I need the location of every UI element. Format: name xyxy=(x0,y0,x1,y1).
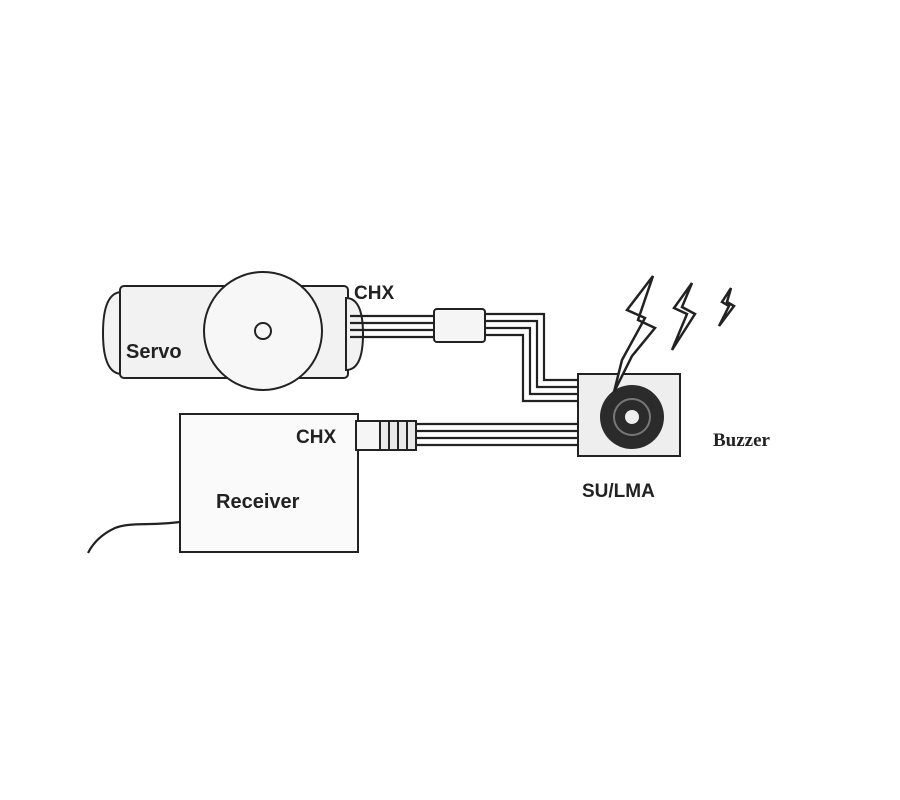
buzzer-ring xyxy=(613,398,651,436)
buzzer-center xyxy=(625,410,639,424)
servo xyxy=(101,271,365,391)
lightning-bolt-icon xyxy=(612,275,657,393)
module-label: SU/LMA xyxy=(582,481,655,502)
servo-right-cap xyxy=(345,296,365,372)
receiver-label: Receiver xyxy=(216,491,300,513)
servo-channel-label: CHX xyxy=(354,283,394,304)
servo-connector xyxy=(433,308,486,343)
servo-shaft xyxy=(254,322,272,340)
receiver-body xyxy=(179,413,359,553)
sound-bolts xyxy=(612,275,736,393)
receiver-antenna xyxy=(87,520,181,554)
receiver xyxy=(87,413,359,554)
buzzer-label: Buzzer xyxy=(713,430,771,451)
receiver-channel-label: CHX xyxy=(296,427,336,448)
servo-left-cap xyxy=(101,290,123,376)
lightning-bolt-icon xyxy=(717,287,736,327)
servo-label: Servo xyxy=(126,341,182,363)
receiver-cable xyxy=(414,422,578,447)
lightning-bolt-icon xyxy=(670,282,697,351)
receiver-connector xyxy=(355,420,417,451)
servo-cable xyxy=(350,312,578,403)
